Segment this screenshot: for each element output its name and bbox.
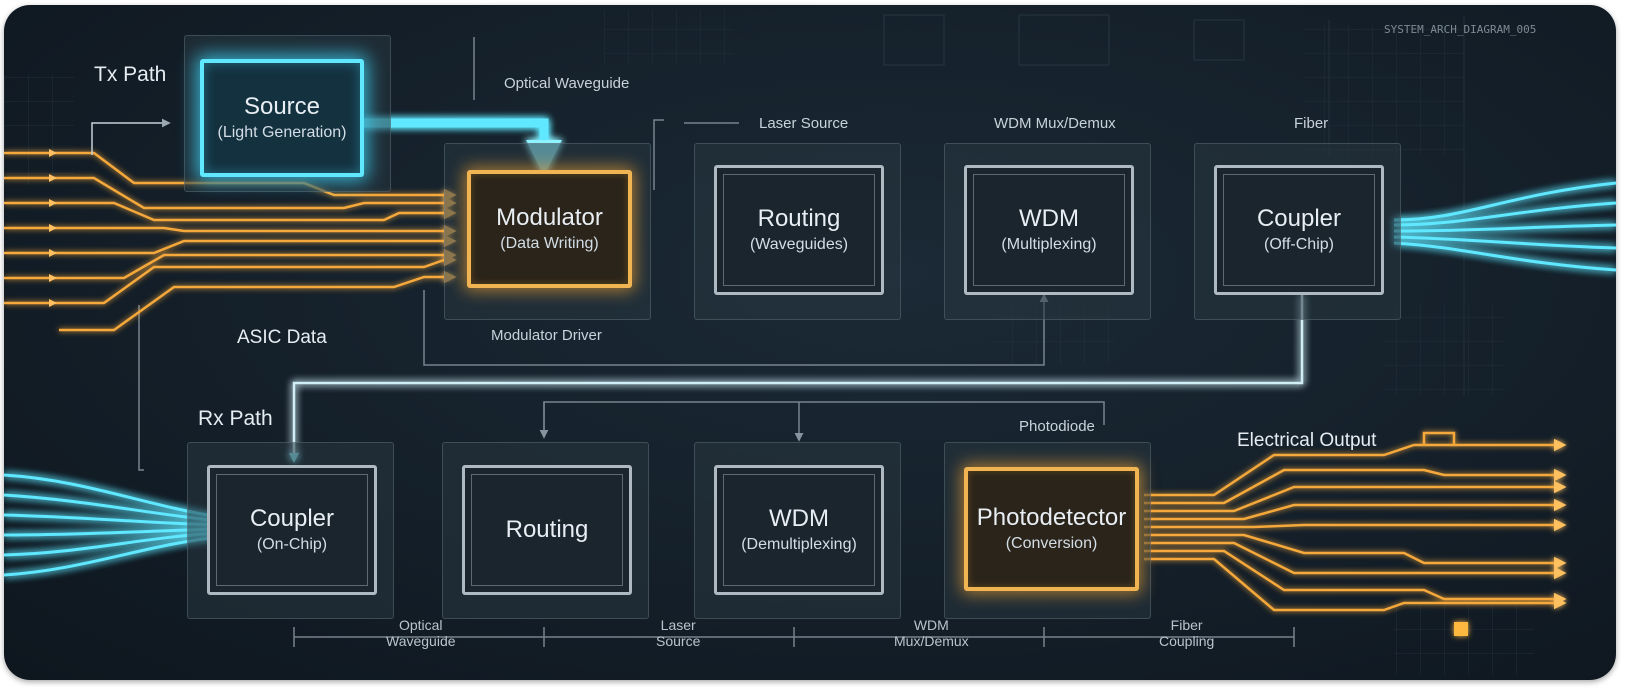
modulator-subtitle: (Data Writing): [500, 235, 599, 252]
tx-coupler-block: Coupler (Off-Chip): [1214, 165, 1384, 295]
bottom-label-wdm-mux: WDM Mux/Demux: [894, 617, 969, 649]
bottom-label-line1: WDM: [913, 617, 949, 633]
tx-wdm-title: WDM: [1019, 205, 1079, 232]
watermark: SYSTEM_ARCH_DIAGRAM_005: [1384, 23, 1537, 36]
photodetector-title: Photodetector: [976, 504, 1127, 531]
rx-routing-title: Routing: [505, 516, 589, 543]
source-subtitle: (Light Generation): [217, 124, 347, 141]
rx-routing-block: Routing: [462, 465, 632, 595]
label-modulator-driver: Modulator Driver: [491, 327, 602, 344]
bottom-label-laser-source: Laser Source: [656, 617, 700, 649]
rx-bus-endpoint-icon: [1454, 622, 1468, 636]
tx-routing-title: Routing: [757, 205, 841, 232]
tx-routing-subtitle: (Waveguides): [749, 236, 849, 253]
label-fiber: Fiber: [1294, 115, 1329, 132]
label-wdm-mux: WDM Mux/Demux: [994, 115, 1116, 132]
bottom-label-optical-waveguide: Optical Waveguide: [386, 617, 456, 649]
tx-path-title: Tx Path: [94, 63, 167, 86]
rx-wdm-block: WDM (Demultiplexing): [714, 465, 884, 595]
source-title: Source: [243, 93, 321, 120]
photodetector-subtitle: (Conversion): [1005, 535, 1098, 552]
tx-asic-bus: [4, 151, 457, 332]
source-block: Source (Light Generation): [200, 59, 364, 177]
tx-routing-block: Routing (Waveguides): [714, 165, 884, 295]
bottom-label-line2: Mux/Demux: [894, 633, 969, 649]
control-lines: [138, 37, 1295, 647]
rx-wdm-subtitle: (Demultiplexing): [741, 536, 857, 553]
rx-electrical-bus: [1144, 431, 1567, 612]
label-asic-data: ASIC Data: [237, 327, 327, 348]
tx-wdm-block: WDM (Multiplexing): [964, 165, 1134, 295]
rx-coupler-subtitle: (On-Chip): [256, 536, 328, 553]
tx-wdm-subtitle: (Multiplexing): [1001, 236, 1097, 253]
tx-coupler-title: Coupler: [1256, 205, 1342, 232]
modulator-title: Modulator: [496, 204, 603, 231]
label-laser-source: Laser Source: [759, 115, 849, 132]
bottom-label-line1: Laser: [660, 617, 696, 633]
label-photodiode: Photodiode: [1019, 418, 1095, 435]
label-optical-waveguide: Optical Waveguide: [504, 75, 630, 92]
bottom-label-line1: Optical: [398, 617, 443, 633]
photodetector-block: Photodetector (Conversion): [964, 467, 1139, 591]
bottom-label-line2: Waveguide: [386, 633, 456, 649]
bottom-label-line2: Source: [656, 633, 701, 649]
modulator-block: Modulator (Data Writing): [467, 170, 632, 288]
tx-to-rx-return: [289, 295, 1304, 463]
rx-path-title: Rx Path: [198, 407, 273, 430]
tx-fiber-fan: [1393, 181, 1616, 272]
tx-coupler-subtitle: (Off-Chip): [1264, 236, 1334, 253]
tx-bus-arrowheads: [49, 149, 57, 307]
diagram-frame: Source (Light Generation) Modulator (Dat…: [4, 5, 1616, 680]
label-electrical-output: Electrical Output: [1237, 430, 1377, 451]
bottom-label-line2: Coupling: [1159, 633, 1215, 649]
rx-coupler-title: Coupler: [249, 505, 335, 532]
rx-coupler-block: Coupler (On-Chip): [207, 465, 377, 595]
bottom-label-line1: Fiber: [1170, 617, 1203, 633]
bottom-label-fiber-coupling: Fiber Coupling: [1159, 617, 1214, 649]
rx-wdm-title: WDM: [769, 505, 829, 532]
